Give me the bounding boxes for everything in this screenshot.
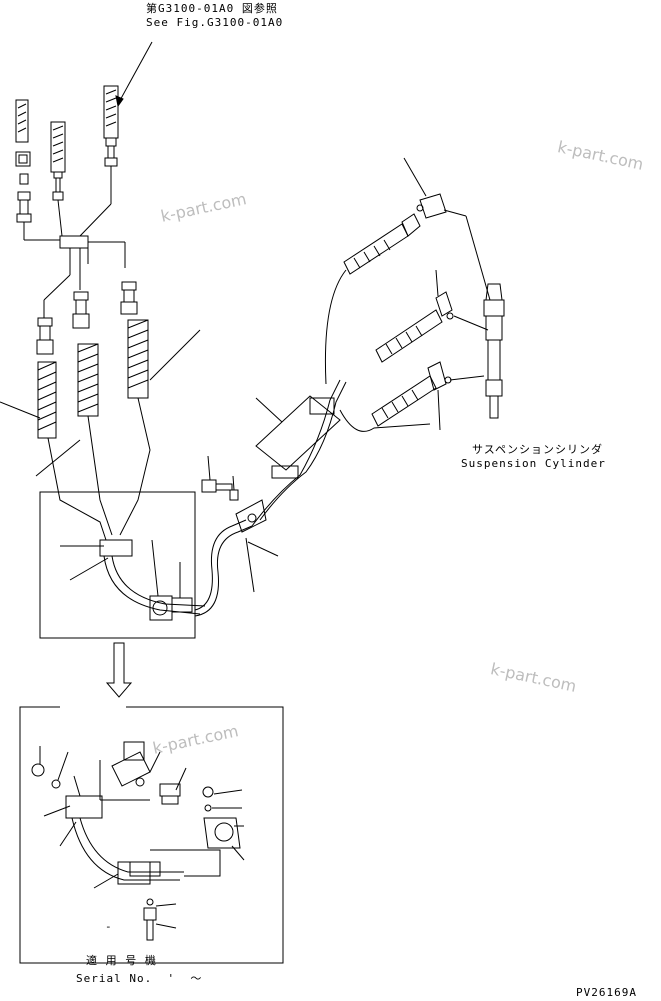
clamp-assembly-lower [31,741,245,941]
clamp-assembly-upper [60,539,206,621]
serial-label-jp: 適 用 号 機 [86,954,157,967]
center-clamp [255,269,431,479]
suspension-cylinder [483,283,505,419]
tee-block [23,166,126,318]
suspension-cylinder-label-en: Suspension Cylinder [461,457,606,470]
down-arrow [105,642,133,698]
reference-label-jp: 第G3100-01A0 図参照 [146,2,278,15]
right-hoses [343,157,491,431]
routing-hoses [194,379,347,617]
detail-mark: - [105,920,113,933]
serial-label-en: Serial No. ' 〜 [76,972,203,985]
drawing-id: PV26169A [576,986,637,999]
reference-label-en: See Fig.G3100-01A0 [146,16,284,29]
upper-hose-ends [15,85,119,223]
middle-fittings [36,281,138,355]
suspension-cylinder-label-jp: サスペンションシリンダ [472,443,604,456]
middle-hoses [0,319,201,541]
detail-box-upper [39,491,196,639]
detail-box-lower [19,706,284,964]
reference-arrow [115,41,153,108]
